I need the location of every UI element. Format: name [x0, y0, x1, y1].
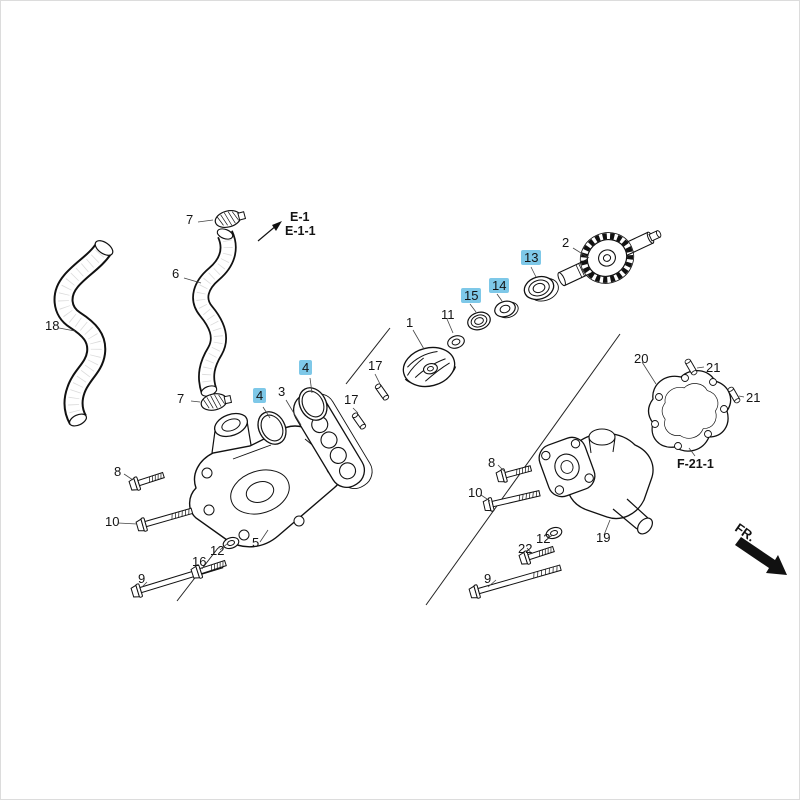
part-label-7-top[interactable]: 7: [186, 212, 194, 227]
washer-11-drawing: [447, 335, 465, 349]
part-label-2[interactable]: 2: [562, 235, 570, 250]
part-label-11[interactable]: 11: [441, 307, 455, 322]
bolt-9-right-drawing: [467, 560, 563, 601]
o-ring-4-left-drawing: [257, 411, 287, 445]
fr-label: FR.: [732, 520, 758, 544]
water-hose-6-drawing: [192, 228, 237, 397]
pump-shaft-gear-2-drawing: [557, 230, 662, 287]
part-label-13[interactable]: 13: [521, 250, 542, 265]
part-label-9-left[interactable]: 9: [138, 571, 146, 586]
part-label-16[interactable]: 16: [192, 554, 207, 569]
part-label-10-left[interactable]: 10: [105, 514, 120, 529]
water-seal-15-drawing: [467, 311, 491, 331]
part-label-4-left[interactable]: 4: [253, 388, 267, 403]
impeller-1-drawing: [402, 346, 457, 388]
part-label-9-right[interactable]: 9: [484, 571, 492, 586]
part-label-21-a[interactable]: 21: [706, 360, 721, 375]
part-label-12-left[interactable]: 12: [210, 543, 225, 558]
part-label-1[interactable]: 1: [406, 315, 414, 330]
label-leader-lines: [58, 219, 745, 588]
water-hose-18-drawing: [53, 240, 114, 427]
part-label-7-bottom[interactable]: 7: [177, 391, 185, 406]
gasket-20-drawing: [647, 370, 732, 452]
dowel-pin-17-a-drawing: [350, 411, 368, 431]
fr-arrow-icon: [735, 537, 787, 575]
bolt-10-right-drawing: [482, 486, 542, 514]
part-label-17-a[interactable]: 17: [344, 392, 359, 407]
bolt-8-left-drawing: [127, 468, 167, 493]
part-label-17-b[interactable]: 17: [368, 358, 383, 373]
part-label-6[interactable]: 6: [172, 266, 180, 281]
pump-body-19-drawing: [538, 428, 654, 535]
part-label-15[interactable]: 15: [461, 288, 482, 303]
part-label-12-right[interactable]: 12: [536, 531, 551, 546]
front-direction-marker: FR.: [732, 520, 787, 575]
part-label-5[interactable]: 5: [252, 535, 260, 550]
bolt-10-left-drawing: [134, 503, 195, 534]
part-label-14[interactable]: 14: [489, 278, 510, 293]
part-label-3[interactable]: 3: [278, 384, 286, 399]
ref-label-e1-1[interactable]: E-1-1: [285, 224, 316, 238]
o-ring-4-right-drawing: [298, 387, 328, 421]
part-label-8-right[interactable]: 8: [488, 455, 496, 470]
part-label-18[interactable]: 18: [45, 318, 60, 333]
bearing-13-drawing: [523, 275, 559, 302]
bolt-8-right-drawing: [495, 461, 534, 485]
part-label-8-left[interactable]: 8: [114, 464, 122, 479]
e1-reference-arrow: [257, 221, 282, 242]
dowel-pin-17-b-drawing: [373, 382, 391, 402]
part-label-19[interactable]: 19: [596, 530, 611, 545]
hose-clamp-7-top-drawing: [212, 206, 248, 231]
part-label-4-right[interactable]: 4: [299, 360, 313, 375]
ref-label-e1[interactable]: E-1: [290, 210, 310, 224]
part-label-22[interactable]: 22: [518, 541, 533, 556]
ref-label-f21-1[interactable]: F-21-1: [677, 457, 714, 471]
part-label-21-b[interactable]: 21: [746, 390, 761, 405]
oil-seal-14-drawing: [494, 300, 519, 319]
part-label-10-right[interactable]: 10: [468, 485, 483, 500]
part-label-20[interactable]: 20: [634, 351, 649, 366]
